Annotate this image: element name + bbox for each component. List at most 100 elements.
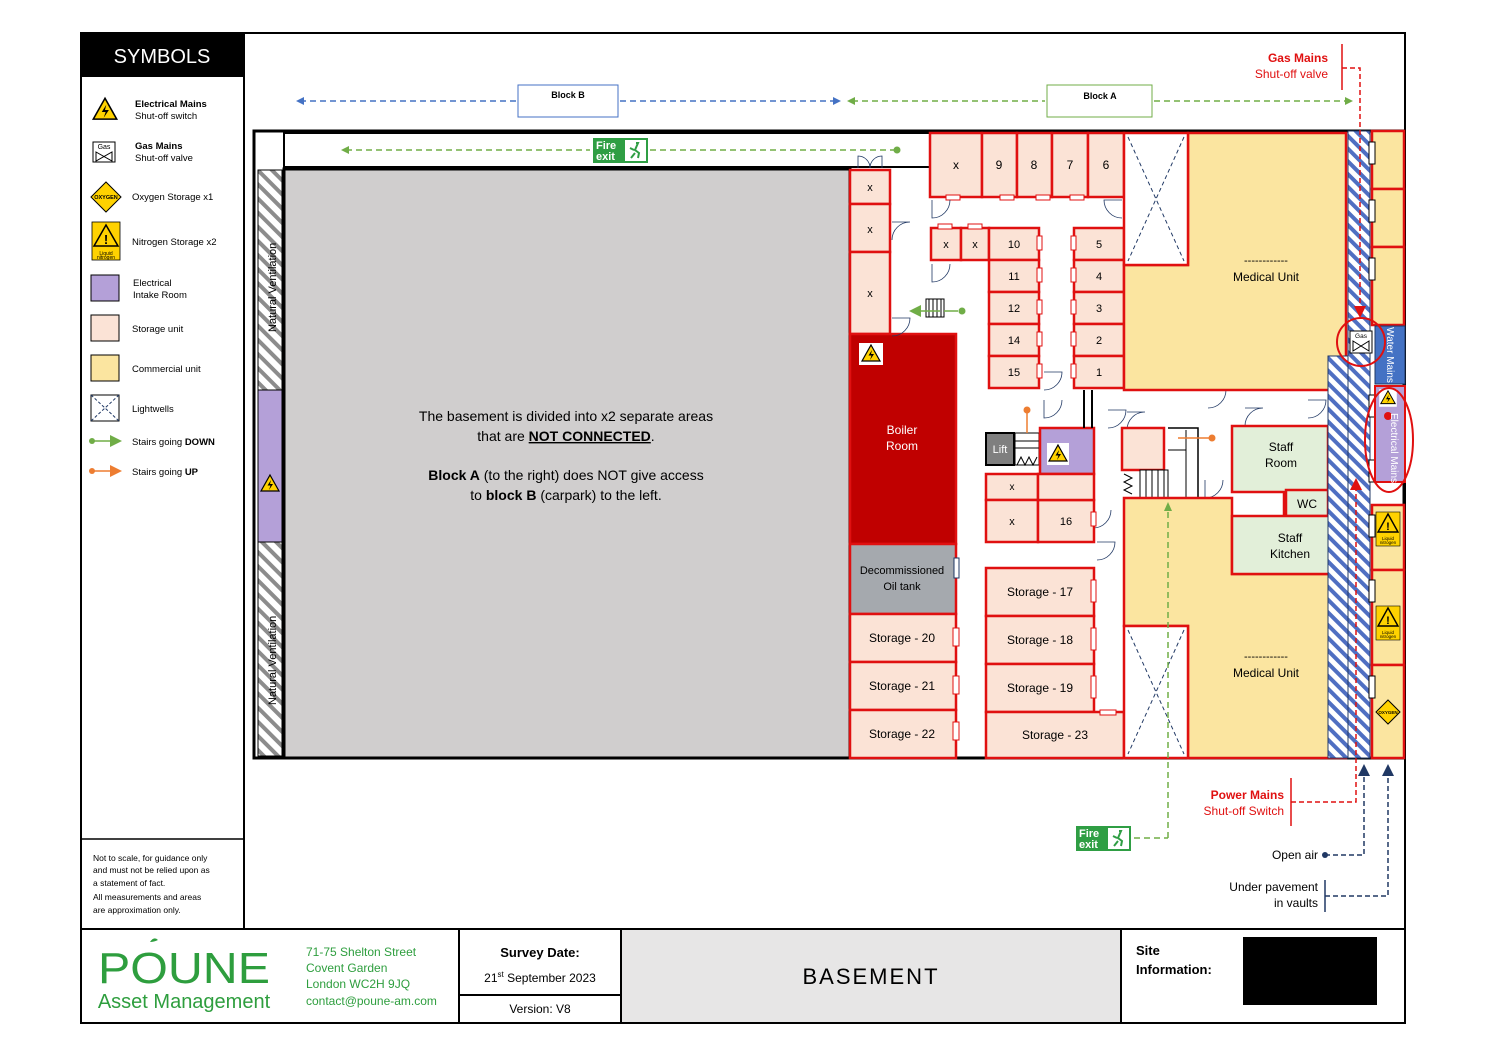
storage-units-mid: x x: [929, 223, 991, 262]
svg-text:6: 6: [1103, 158, 1110, 172]
electrical-room-small: [1038, 426, 1096, 476]
svg-text:9: 9: [996, 158, 1003, 172]
svg-text:x: x: [953, 158, 959, 172]
company-logo: POUNE Asset Management: [98, 938, 271, 1013]
symbols-legend: SYMBOLS Electrical Mains Shut-off switch…: [80, 32, 245, 930]
svg-text:Gas: Gas: [98, 144, 111, 151]
peach-square-icon: [90, 314, 120, 342]
legend-label: Stairs going UP: [132, 467, 199, 478]
svg-text:Fire: Fire: [596, 140, 616, 152]
liquid-nitrogen-icon: ! Liquid nitrogen: [1375, 511, 1401, 547]
svg-text:Medical Unit: Medical Unit: [1233, 270, 1300, 284]
svg-text:10: 10: [1008, 239, 1020, 251]
svg-text:x: x: [943, 239, 949, 251]
electrical-hazard-icon: [1047, 443, 1069, 465]
svg-text:Decommissioned: Decommissioned: [860, 565, 944, 577]
svg-text:Staff: Staff: [1278, 531, 1303, 545]
power-mains-callout: Power Mains Shut-off Switch: [1204, 478, 1362, 826]
wc: WC: [1284, 488, 1330, 518]
svg-text:Open air: Open air: [1272, 848, 1318, 862]
svg-text:OXYGEN: OXYGEN: [1378, 710, 1397, 715]
svg-text:3: 3: [1096, 303, 1102, 315]
survey-date-label: Survey Date:: [500, 945, 579, 960]
storage-units-20-22: Storage - 20 Storage - 21 Storage - 22: [848, 612, 960, 760]
svg-text:Water Mains: Water Mains: [1384, 327, 1395, 383]
storage-units-10-15: 10 11 12 14 15: [987, 226, 1043, 390]
redacted-block: [1243, 937, 1377, 1005]
lightwell-top: [1122, 131, 1190, 267]
svg-text:x: x: [1009, 516, 1015, 528]
svg-text:WC: WC: [1297, 497, 1317, 511]
svg-text:exit: exit: [1079, 839, 1098, 851]
svg-text:Power Mains: Power Mains: [1211, 788, 1285, 802]
svg-text:Oil tank: Oil tank: [883, 581, 921, 593]
svg-text:x: x: [867, 182, 873, 194]
electrical-intake-room: [257, 389, 283, 543]
svg-text:Staff: Staff: [1269, 440, 1294, 454]
drawing-title: BASEMENT: [802, 964, 939, 989]
legend-label: Shut-off valve: [135, 153, 193, 164]
svg-text:Storage - 23: Storage - 23: [1022, 728, 1088, 742]
storage-units-1-5: 5 4 3 2 1: [1070, 226, 1126, 390]
svg-text:Liquid: Liquid: [1382, 630, 1395, 635]
oxygen-diamond-icon: OXYGEN: [1375, 699, 1401, 725]
block-a-label: Block A: [1083, 91, 1117, 101]
svg-text:Storage - 22: Storage - 22: [869, 727, 935, 741]
svg-text:15: 15: [1008, 367, 1020, 379]
staff-kitchen: Staff Kitchen: [1230, 514, 1348, 576]
svg-text:All measurements and areas: All measurements and areas: [93, 892, 201, 902]
legend-label: Lightwells: [132, 404, 174, 415]
site-info-label: Information:: [1136, 962, 1212, 977]
svg-text:are approximation only.: are approximation only.: [93, 905, 181, 915]
footer: POUNE Asset Management 71-75 Shelton Str…: [98, 929, 1377, 1023]
orange-arrow-icon: [89, 465, 122, 477]
disclaimer: Not to scale, for guidance only and must…: [93, 853, 210, 915]
gas-mains-callout: Gas Mains Shut-off valve: [1255, 44, 1366, 318]
lightwell-bottom: [1122, 624, 1190, 760]
svg-text:Storage - 19: Storage - 19: [1007, 681, 1073, 695]
svg-text:12: 12: [1008, 303, 1020, 315]
block-indicators: Block B Block A: [296, 84, 1353, 118]
staircase-down: [909, 298, 966, 318]
svg-text:Kitchen: Kitchen: [1270, 547, 1310, 561]
svg-text:Lift: Lift: [993, 444, 1008, 456]
storage-units-top-row: x 9 8 7 6: [928, 131, 1126, 201]
svg-text:contact@poune-am.com: contact@poune-am.com: [306, 994, 437, 1008]
svg-text:14: 14: [1008, 335, 1020, 347]
legend-label: Gas Mains: [135, 141, 183, 152]
green-arrow-icon: [89, 435, 122, 447]
svg-text:Storage - 17: Storage - 17: [1007, 585, 1073, 599]
block-b-label: Block B: [551, 90, 585, 100]
legend-label: Shut-off switch: [135, 111, 197, 122]
svg-text:to block B (carpark) to the le: to block B (carpark) to the left.: [470, 487, 661, 503]
svg-text:Medical Unit: Medical Unit: [1233, 666, 1300, 680]
svg-text:Shut-off Switch: Shut-off Switch: [1204, 804, 1284, 818]
svg-text:Room: Room: [886, 439, 918, 453]
svg-text:x: x: [972, 239, 978, 251]
blue-hatched-passage: [1327, 130, 1371, 759]
svg-text:4: 4: [1096, 271, 1102, 283]
legend-label: Stairs going DOWN: [132, 437, 215, 448]
svg-text:and must not be relied upon as: and must not be relied upon as: [93, 865, 210, 875]
svg-text:Boiler: Boiler: [887, 423, 918, 437]
site-info-label: Site: [1136, 943, 1160, 958]
ventilation-strip: [257, 169, 283, 391]
symbols-title: SYMBOLS: [114, 46, 211, 68]
company-address: 71-75 Shelton Street Covent Garden Londo…: [306, 945, 437, 1008]
svg-text:The basement is divided into x: The basement is divided into x2 separate…: [419, 408, 713, 424]
legend-label: Electrical: [133, 278, 172, 289]
svg-text:8: 8: [1031, 158, 1038, 172]
svg-text:!: !: [1386, 521, 1390, 533]
lift: Lift: [985, 406, 1040, 467]
svg-text:nitrogen: nitrogen: [1380, 540, 1397, 545]
electrical-mains-room: Electrical Mains: [1364, 385, 1414, 493]
svg-text:x: x: [867, 224, 873, 236]
svg-text:Storage - 18: Storage - 18: [1007, 633, 1073, 647]
liquid-nitrogen-icon: ! Liquid nitrogen: [1375, 605, 1401, 641]
gas-valve-marker: Gas: [1336, 317, 1386, 367]
svg-text:Liquid: Liquid: [1382, 536, 1395, 541]
legend-label: Oxygen Storage x1: [132, 192, 213, 203]
decommissioned-oil-tank: Decommissioned Oil tank: [848, 542, 960, 616]
svg-text:Gas Mains: Gas Mains: [1268, 51, 1328, 65]
svg-text:Liquid: Liquid: [99, 251, 113, 257]
